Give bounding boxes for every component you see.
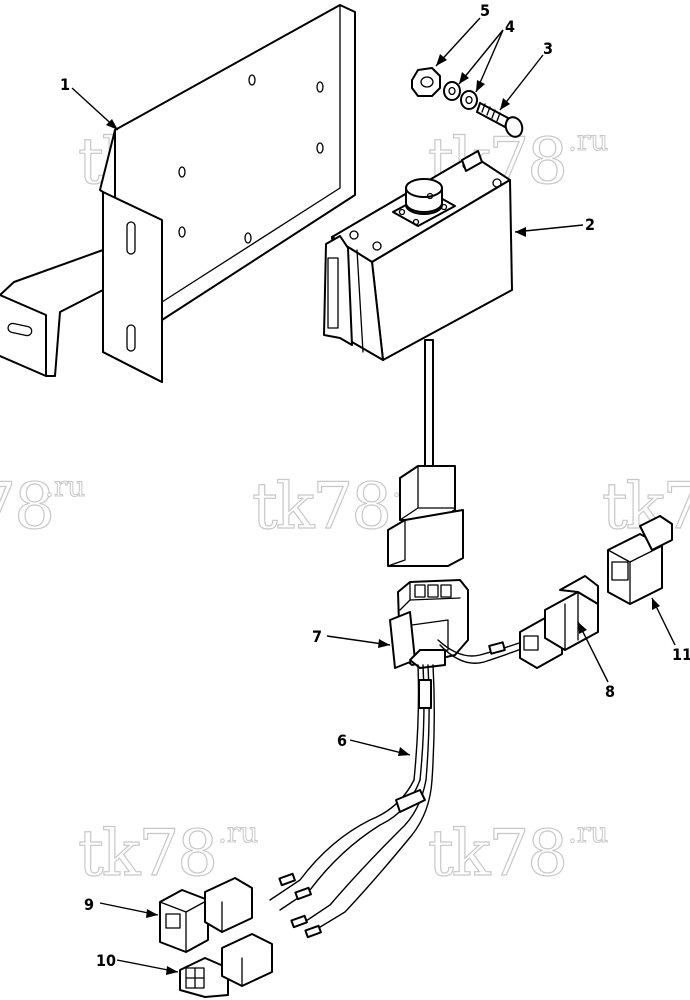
callout-3: 3 — [543, 39, 553, 58]
leader-3 — [499, 54, 544, 111]
watermark-main: tk78 — [0, 470, 53, 544]
watermark-main: tk78 — [602, 470, 690, 544]
leader-4b — [475, 29, 504, 93]
leader-lines — [71, 17, 676, 975]
callout-6: 6 — [337, 731, 347, 750]
wire-sleeve — [418, 679, 432, 709]
switch-connector — [387, 465, 464, 567]
watermark-suffix: .ru — [568, 124, 608, 157]
callout-7: 7 — [312, 627, 322, 646]
connector-9 — [159, 877, 253, 953]
callout-11: 11 — [672, 645, 690, 664]
switch-box — [323, 150, 513, 361]
watermark-5: tk78 — [601, 469, 690, 544]
callout-4: 4 — [505, 17, 515, 36]
callout-labels: 1 2 3 4 5 6 7 8 9 10 11 — [60, 1, 690, 970]
callout-5: 5 — [480, 1, 490, 20]
watermark-main: tk78 — [252, 470, 390, 544]
callout-10: 10 — [96, 951, 116, 970]
connector-8 — [519, 575, 599, 669]
watermark-6: tk78 .ru — [77, 816, 258, 892]
callout-1: 1 — [60, 75, 70, 94]
watermark-suffix: .ru — [45, 470, 85, 503]
watermark-main: tk78 — [78, 817, 216, 891]
fastener-washer-2 — [460, 90, 478, 110]
connector-11 — [607, 515, 673, 605]
mounting-bracket — [0, 4, 356, 383]
leader-2 — [514, 224, 584, 233]
fastener-bolt — [476, 102, 524, 138]
watermark-7: tk78 .ru — [427, 816, 608, 892]
callout-2: 2 — [585, 215, 595, 234]
watermark-3: tk78 .ru — [0, 469, 86, 544]
harness-connector-main — [389, 579, 469, 669]
harness-wires — [269, 639, 525, 939]
fastener-nut — [411, 67, 441, 97]
watermark-suffix: .ru — [568, 816, 608, 849]
watermark-main: tk78 — [428, 817, 566, 891]
fastener-washer-1 — [443, 81, 461, 101]
callout-9: 9 — [84, 895, 94, 914]
connector-10 — [179, 933, 273, 998]
leader-4a — [458, 29, 504, 85]
callout-8: 8 — [605, 682, 615, 701]
watermark-suffix: .ru — [218, 816, 258, 849]
switch-cable — [424, 339, 434, 471]
